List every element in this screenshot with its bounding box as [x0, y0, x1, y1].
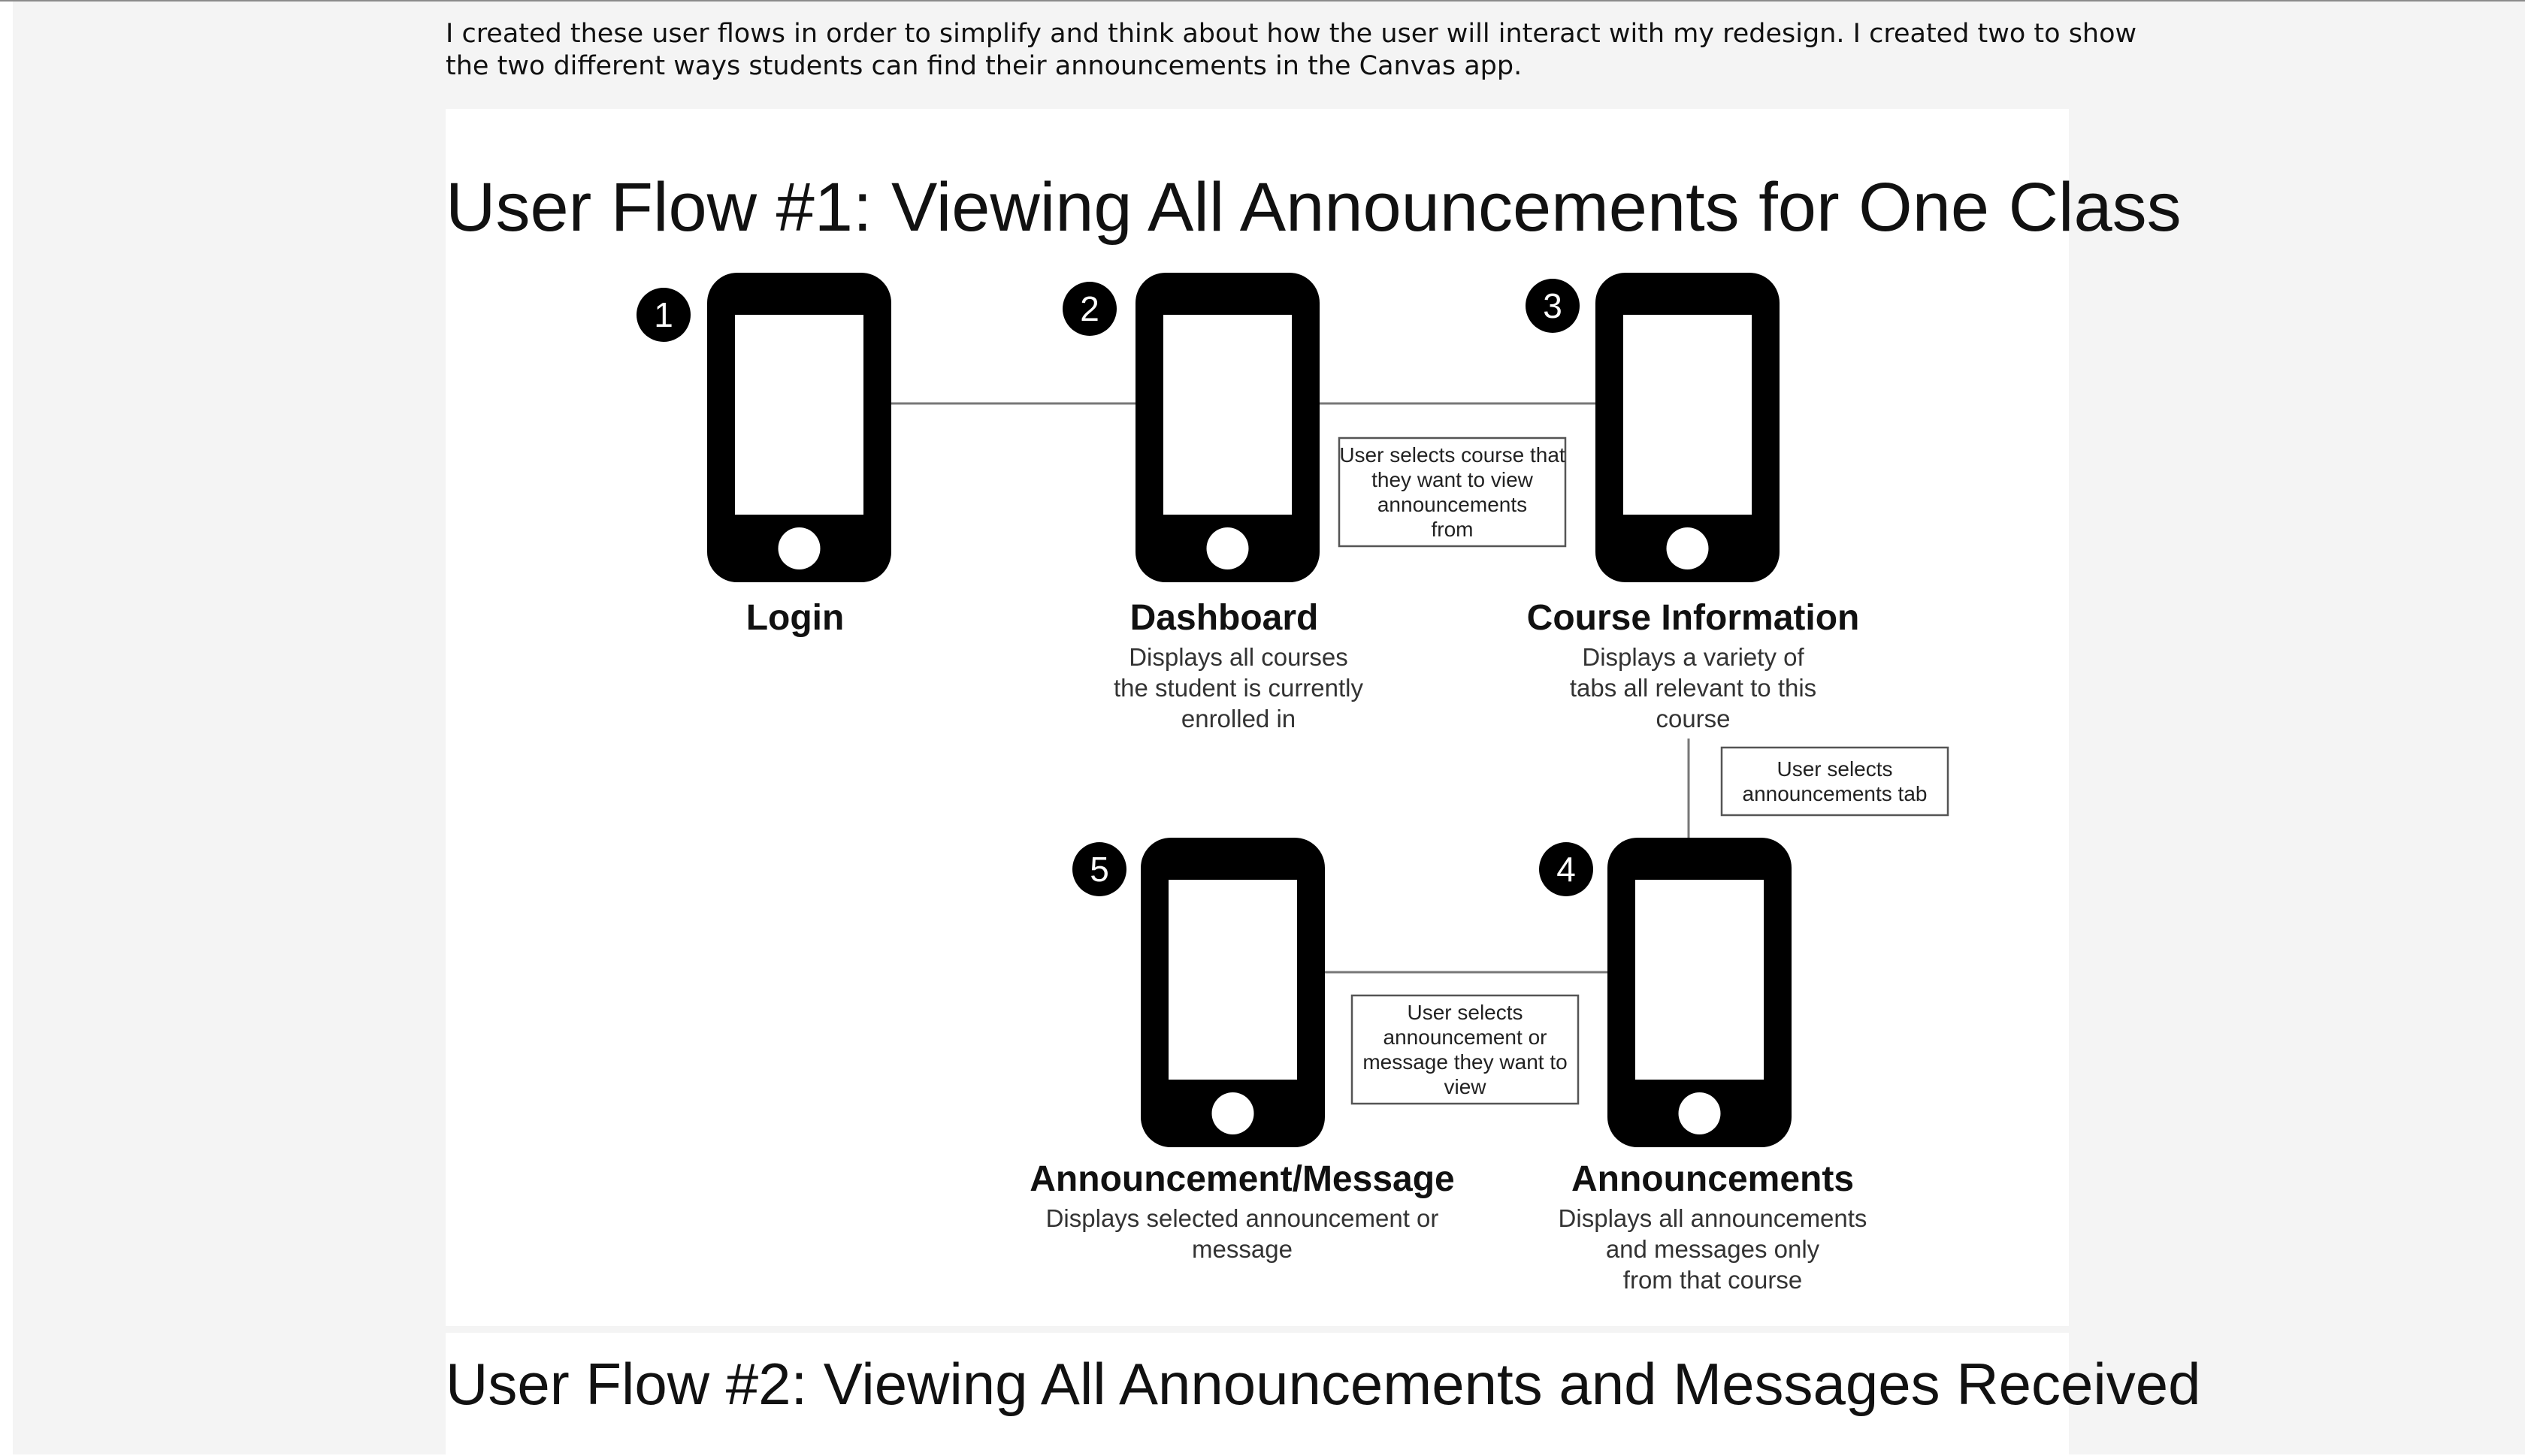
phone-screen	[1635, 880, 1764, 1080]
phone-home-button	[1678, 1092, 1721, 1134]
step-description: Displays selected announcement or	[1046, 1204, 1439, 1232]
step-number: 1	[654, 295, 673, 334]
step-description: course	[1656, 705, 1730, 733]
phone-home-button	[778, 527, 821, 569]
user-flow-1-image: User Flow #1: Viewing All Announcements …	[446, 109, 2182, 1326]
phone-screen	[1169, 880, 1297, 1080]
step-description: from that course	[1623, 1266, 1802, 1294]
step-number-badge	[637, 288, 691, 342]
annotation-text: message they want to	[1362, 1050, 1567, 1074]
annotation-text: User selects	[1407, 1001, 1523, 1024]
page-content[interactable]: I created these user flows in order to s…	[13, 2, 2525, 1456]
step-number: 2	[1080, 289, 1099, 328]
phone-home-button	[1211, 1092, 1254, 1134]
step-label: Announcements	[1571, 1159, 1854, 1199]
step-description: message	[1192, 1235, 1293, 1263]
annotation-text: from	[1432, 518, 1474, 541]
annotation-box	[1338, 436, 1567, 548]
user-flow-2-image: User Flow #2: Viewing All Announcements …	[446, 1333, 2201, 1456]
step-number-badge	[1072, 842, 1126, 896]
phone-screen	[1163, 315, 1292, 515]
step-description: Displays a variety of	[1582, 643, 1804, 671]
flow-2-title: User Flow #2: Viewing All Announcements …	[446, 1351, 2201, 1417]
step-description: the student is currently	[1114, 674, 1363, 702]
annotation-text: User selects	[1777, 757, 1892, 781]
step-label: Dashboard	[1130, 598, 1319, 638]
step-number: 3	[1543, 286, 1562, 325]
annotation-box	[1720, 746, 1949, 817]
annotation-text: User selects course that	[1339, 443, 1565, 467]
annotation-text: view	[1444, 1075, 1486, 1098]
intro-paragraph: I created these user flows in order to s…	[446, 19, 2137, 81]
step-number-badge	[1539, 842, 1593, 896]
top-border	[0, 0, 2525, 2]
step-number-badge	[1063, 282, 1117, 336]
step-description: Displays all announcements	[1559, 1204, 1867, 1232]
annotation-text: announcements	[1377, 493, 1527, 516]
step-number: 4	[1556, 850, 1576, 889]
annotation-text: announcement or	[1383, 1026, 1547, 1049]
step-number: 5	[1090, 850, 1109, 889]
step-description: tabs all relevant to this	[1570, 674, 1816, 702]
step-number-badge	[1526, 279, 1580, 333]
step-label: Course Information	[1527, 598, 1860, 638]
phone-screen	[1623, 315, 1752, 515]
step-label: Login	[746, 598, 845, 638]
phone-screen	[735, 315, 863, 515]
phone-home-button	[1666, 527, 1709, 569]
step-description: Displays all courses	[1129, 643, 1348, 671]
left-gutter	[0, 2, 13, 1454]
step-label: Announcement/Message	[1030, 1159, 1454, 1199]
annotation-text: they want to view	[1371, 468, 1534, 491]
flow-1-title: User Flow #1: Viewing All Announcements …	[446, 169, 2182, 246]
phone-home-button	[1206, 527, 1249, 569]
step-description: and messages only	[1606, 1235, 1820, 1263]
annotation-text: announcements tab	[1743, 782, 1928, 805]
annotation-box	[1350, 994, 1580, 1105]
step-description: enrolled in	[1181, 705, 1296, 733]
